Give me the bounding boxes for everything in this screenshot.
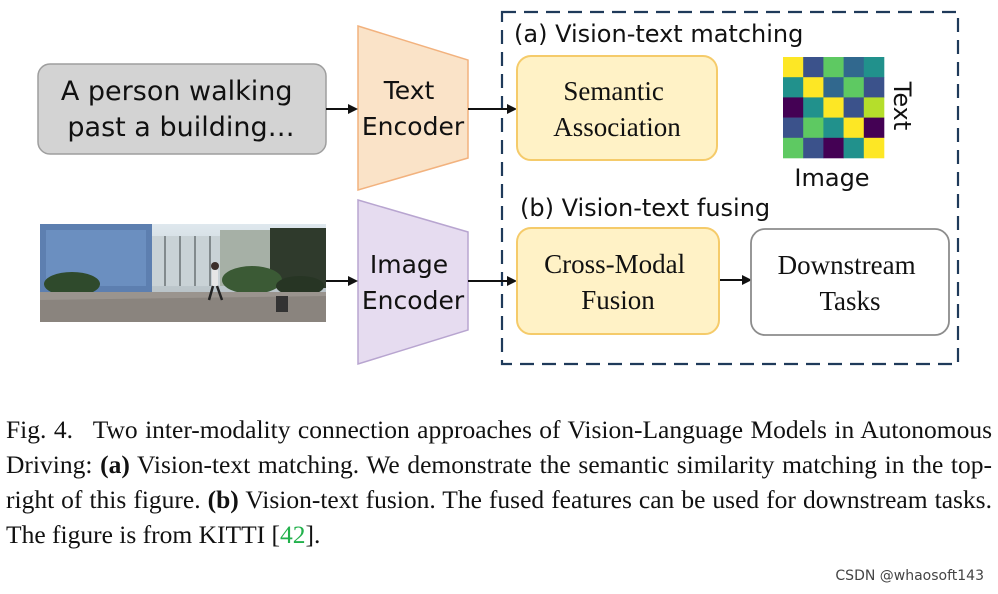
text-encoder-label-2: Encoder	[362, 112, 465, 141]
semantic-association-label-1: Semantic	[563, 76, 663, 106]
matrix-cell	[863, 57, 885, 78]
semantic-association-label-2: Association	[553, 112, 681, 142]
matrix-cell	[823, 137, 844, 159]
matrix-cell	[823, 57, 844, 78]
caption-text-2: Vision-text matching. We demonstrate the…	[6, 450, 993, 514]
caption-label: Fig. 4.	[6, 415, 73, 444]
text-encoder-trapezoid	[357, 24, 469, 191]
caption-text-1: Two inter-modality connection approaches…	[6, 415, 992, 479]
downstream-tasks-label-2: Tasks	[819, 286, 880, 316]
matrix-cell	[803, 137, 824, 159]
watermark: CSDN @whaosoft143	[835, 568, 984, 584]
caption-bold-b: (b)	[207, 485, 239, 514]
caption-text-4: ].	[305, 520, 321, 549]
matrix-cell	[843, 97, 865, 118]
svg-text:Cross-Modal Fusion: Cross-Modal Fusion	[544, 249, 692, 315]
matrix-cell	[863, 137, 885, 159]
section-b-title: (b) Vision-text fusing	[520, 194, 770, 222]
matrix-cell	[783, 137, 804, 159]
svg-text:Text Encoder: Text Encoder	[362, 76, 465, 141]
matrix-cell	[783, 97, 804, 118]
image-encoder-trapezoid	[357, 199, 469, 366]
cross-modal-fusion-label-1: Cross-Modal	[544, 249, 685, 279]
matrix-cell	[783, 77, 804, 98]
matrix-cell	[803, 117, 824, 139]
input-text-line-2: past a building…	[67, 112, 294, 143]
matrix-cell	[843, 137, 865, 159]
cross-modal-fusion-label-2: Fusion	[581, 285, 655, 315]
matrix-cell	[843, 57, 865, 78]
matrix-cell	[863, 77, 885, 98]
semantic-association-node	[516, 55, 718, 161]
matrix-cell	[843, 77, 865, 98]
matrix-cell	[843, 117, 865, 139]
matrix-cell	[823, 77, 844, 98]
svg-text:A person walking past a bu: A person walking past a building…	[61, 76, 301, 143]
matrix-cell	[783, 117, 804, 139]
matrix-cell	[783, 57, 804, 78]
matrix-cell	[823, 117, 844, 139]
image-encoder-label-1: Image	[370, 250, 448, 279]
text-encoder-label-1: Text	[383, 76, 435, 105]
matrix-cell	[863, 97, 885, 118]
matrix-cell	[803, 97, 824, 118]
matrix-cell	[803, 57, 824, 78]
svg-text:Semantic Association: Semantic Association	[553, 76, 681, 142]
caption-text-3: Vision-text fusion. The fused features c…	[6, 485, 992, 549]
matrix-axis-text-label: Text	[888, 81, 916, 131]
street-scene-image	[40, 224, 326, 322]
svg-text:Image Encoder: Image Encoder	[362, 250, 465, 315]
similarity-matrix	[783, 57, 885, 159]
matrix-cell	[803, 77, 824, 98]
figure-caption: Fig. 4. Two inter-modality connection ap…	[6, 412, 992, 552]
svg-text:Downstream Tasks: Downstream Tasks	[778, 250, 923, 316]
cross-modal-fusion-node	[516, 227, 720, 335]
caption-reference-link[interactable]: 42	[280, 520, 306, 549]
image-encoder-label-2: Encoder	[362, 286, 465, 315]
matrix-cell	[823, 97, 844, 118]
dashed-container	[500, 10, 960, 366]
downstream-tasks-node	[750, 228, 950, 336]
section-a-title: (a) Vision-text matching	[514, 20, 803, 48]
downstream-tasks-label-1: Downstream	[778, 250, 916, 280]
matrix-axis-image-label: Image	[794, 164, 869, 192]
matrix-cell	[863, 117, 885, 139]
input-text-line-1: A person walking	[61, 76, 293, 107]
caption-bold-a: (a)	[100, 450, 130, 479]
